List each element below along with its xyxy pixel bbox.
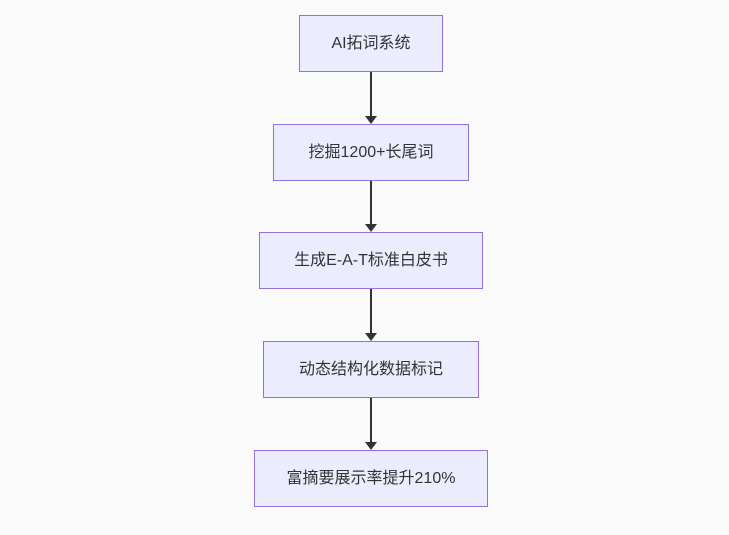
- arrowhead-down-icon: [365, 442, 377, 450]
- arrowhead-down-icon: [365, 333, 377, 341]
- arrow-line: [370, 181, 372, 225]
- node-label: AI拓词系统: [331, 34, 411, 52]
- flow-arrow-connector: [365, 181, 378, 232]
- node-label: 挖掘1200+长尾词: [308, 143, 434, 161]
- flow-arrow-connector: [365, 72, 378, 124]
- flow-node-longtail-mining: 挖掘1200+长尾词: [273, 124, 469, 181]
- arrow-line: [370, 289, 372, 334]
- node-label: 生成E-A-T标准白皮书: [294, 251, 448, 269]
- flow-arrow-connector: [365, 398, 378, 450]
- arrowhead-down-icon: [365, 224, 377, 232]
- flow-node-structured-data-markup: 动态结构化数据标记: [263, 341, 479, 398]
- flow-node-rich-snippet-result: 富摘要展示率提升210%: [254, 450, 488, 507]
- node-label: 动态结构化数据标记: [298, 360, 443, 378]
- arrow-line: [370, 72, 372, 117]
- flow-arrow-connector: [365, 289, 378, 341]
- node-label: 富摘要展示率提升210%: [286, 469, 456, 487]
- flow-node-eat-whitepaper: 生成E-A-T标准白皮书: [259, 232, 483, 289]
- arrowhead-down-icon: [365, 116, 377, 124]
- arrow-line: [370, 398, 372, 443]
- flow-node-ai-keyword-system: AI拓词系统: [299, 15, 443, 72]
